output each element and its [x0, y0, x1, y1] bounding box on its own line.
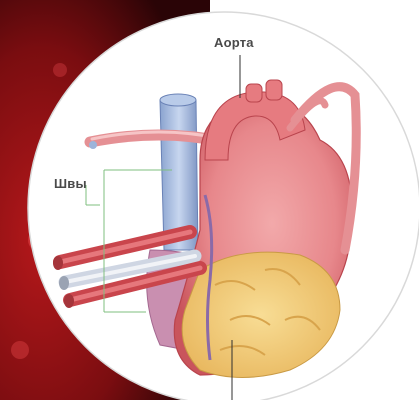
vena-cava-top	[160, 94, 196, 106]
background-highlight	[11, 341, 29, 359]
cannula-end	[64, 294, 74, 308]
cannula-end	[53, 256, 63, 270]
cannula-end	[59, 276, 69, 290]
label-sutures: Швы	[54, 176, 87, 191]
aorta-branch	[246, 84, 262, 102]
background-highlight	[53, 63, 67, 77]
graft-tube-end	[89, 141, 97, 149]
label-aorta: Аорта	[214, 35, 254, 50]
aorta-branch	[266, 80, 282, 100]
